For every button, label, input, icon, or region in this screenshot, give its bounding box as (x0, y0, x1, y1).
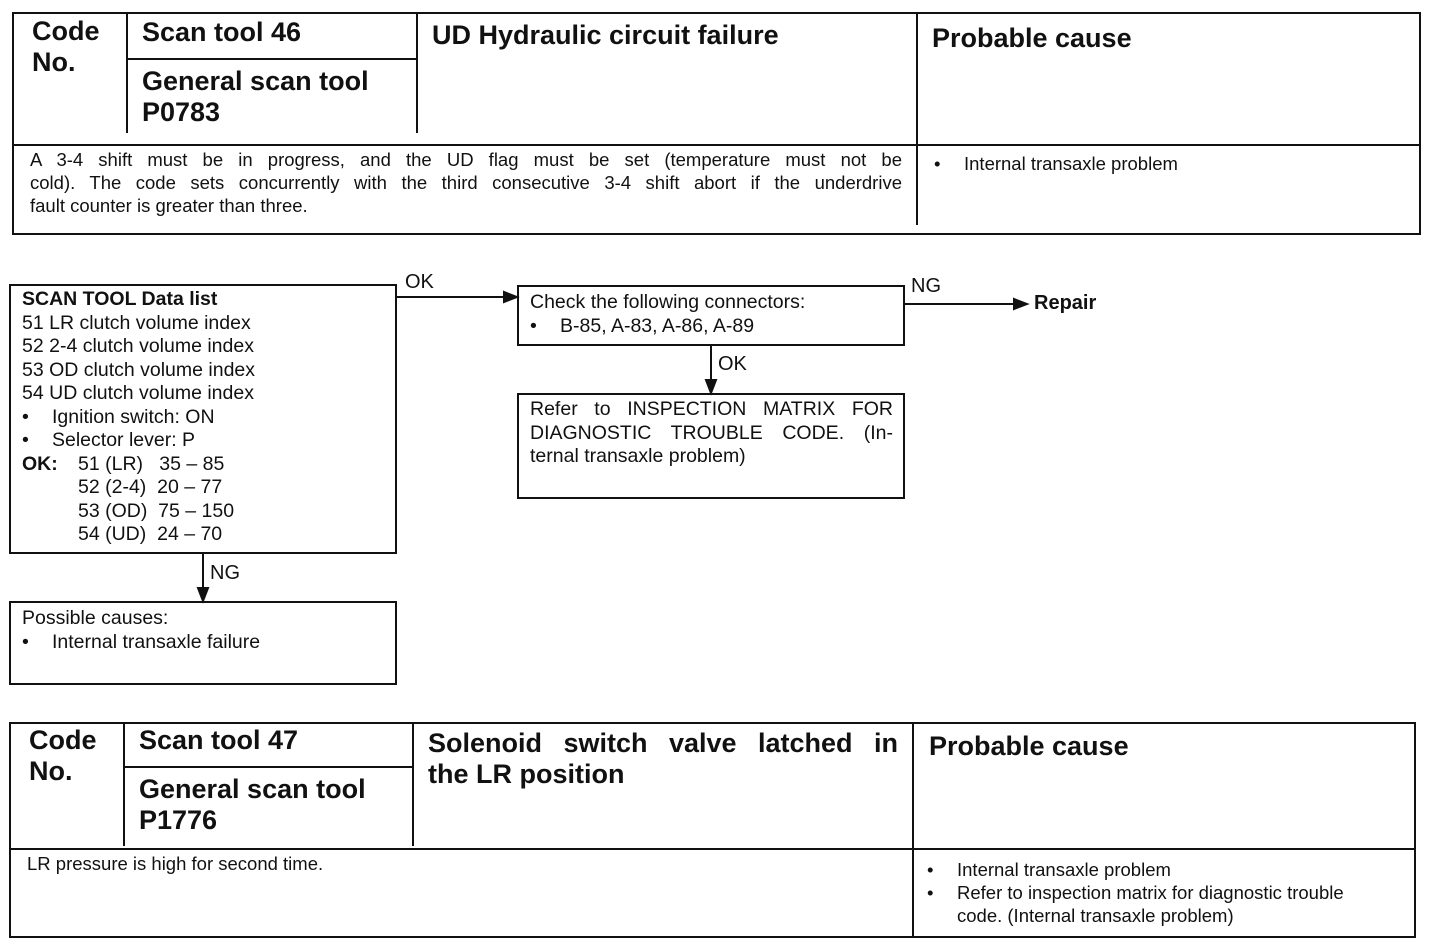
dtc-table-p1776: Code No. Scan tool 47 General scan tool … (9, 722, 1416, 938)
bullet-icon: • (934, 153, 941, 174)
scan-tool-code: Scan tool 46 (142, 17, 302, 47)
inspection-matrix-box: Refer to INSPECTION MATRIX FOR DIAGNOSTI… (517, 393, 905, 499)
bullet-icon: • (927, 859, 934, 880)
scan-tool-data-list-box: SCAN TOOL Data list 51 LR clutch volume … (9, 284, 397, 554)
bullet-icon: • (530, 314, 537, 337)
list-item: •Refer to inspection matrix for diagnost… (927, 882, 1344, 903)
dtc-title: UD Hydraulic circuit failure (432, 20, 779, 50)
ng-arrow-head (1013, 297, 1030, 311)
list-item: •Ignition switch: ON (22, 405, 215, 428)
ok-arrow-head (503, 290, 520, 304)
list-item: •Selector lever: P (22, 429, 196, 451)
code-number-label: Code No. (32, 16, 100, 77)
check-connectors-box: Check the following connectors: •B-85, A… (517, 285, 905, 346)
bullet-icon: • (22, 405, 29, 428)
dtc-description: A 3-4 shift must be in progress, and the… (30, 149, 902, 216)
probable-cause-list: •Internal transaxle problem (934, 152, 1178, 175)
list-item: •Internal transaxle problem (934, 153, 1178, 174)
list-item: •B-85, A-83, A-86, A-89 (530, 314, 755, 337)
probable-cause-list: •Internal transaxle problem •Refer to in… (927, 858, 1344, 927)
dtc-title: Solenoid switch valve latched in the LR … (428, 728, 898, 789)
ok-down-arrow-head (704, 379, 718, 396)
repair-label: Repair (1034, 292, 1097, 314)
dtc-description: LR pressure is high for second time. (27, 853, 324, 874)
probable-cause-header: Probable cause (929, 731, 1129, 761)
bullet-icon: • (22, 630, 29, 653)
code-number-label: Code No. (29, 725, 97, 786)
ng-down-arrow-head (196, 587, 210, 604)
list-item: code. (Internal transaxle problem) (957, 905, 1234, 926)
ok-label: OK (718, 353, 747, 375)
bullet-icon: • (22, 429, 29, 451)
bullet-icon: • (927, 882, 934, 903)
list-item: •Internal transaxle problem (927, 859, 1171, 880)
ng-label: NG (911, 275, 941, 297)
general-scan-tool-code: General scan tool P1776 (139, 774, 366, 835)
list-item: •Internal transaxle failure (22, 630, 261, 653)
general-scan-tool-code: General scan tool P0783 (142, 66, 369, 127)
scan-tool-code: Scan tool 47 (139, 725, 299, 755)
ok-label: OK (405, 271, 434, 293)
probable-cause-header: Probable cause (932, 23, 1132, 53)
dtc-table-p0783: Code No. Scan tool 46 General scan tool … (12, 12, 1421, 235)
ng-label: NG (210, 562, 240, 584)
